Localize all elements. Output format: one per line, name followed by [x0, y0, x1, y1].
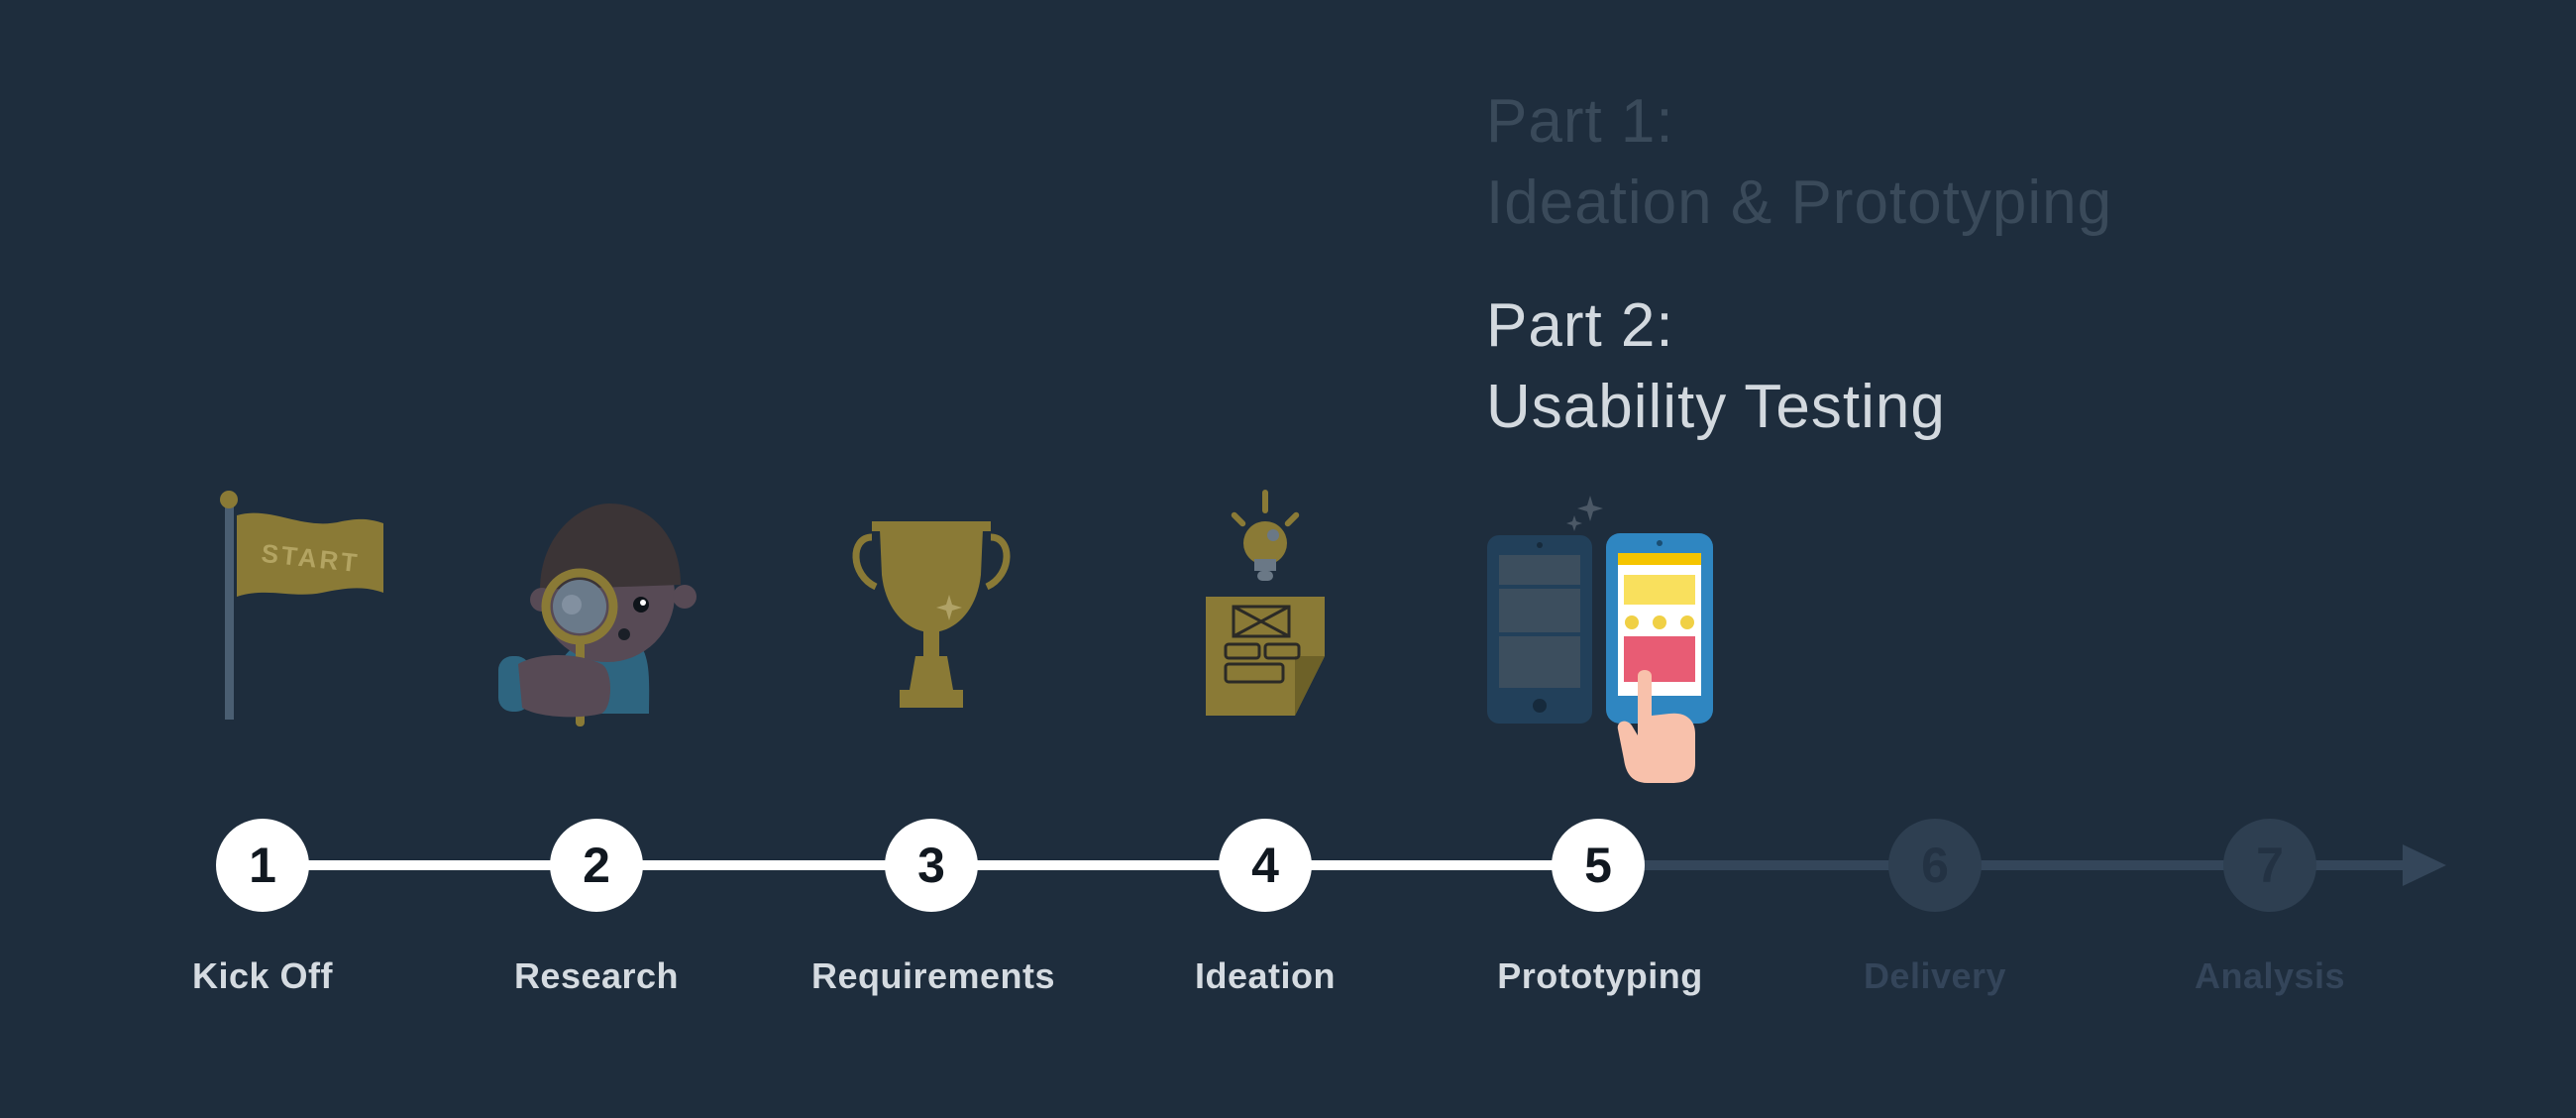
- step-6-label: Delivery: [1863, 955, 2007, 996]
- heading-part-2-number: Part 2:: [1486, 291, 1674, 360]
- step-7-label: Analysis: [2194, 955, 2346, 996]
- step-2-node: 2: [550, 819, 643, 912]
- step-3-node: 3: [885, 819, 978, 912]
- heading-part-2: Part 2: Usability Testing: [1486, 285, 1946, 448]
- heading-part-1-number: Part 1:: [1486, 87, 1674, 156]
- step-7-node: 7: [2223, 819, 2316, 912]
- timeline-track-remaining: [1600, 860, 2432, 870]
- heading-part-1-title: Ideation & Prototyping: [1486, 168, 2113, 237]
- step-2-label: Research: [513, 955, 680, 996]
- step-3-label: Requirements: [810, 955, 1056, 996]
- step-4-node: 4: [1219, 819, 1312, 912]
- step-5-label: Prototyping: [1497, 955, 1703, 996]
- timeline-arrow-icon: [2403, 844, 2446, 886]
- trophy-icon: [852, 521, 1011, 708]
- heading-part-1: Part 1: Ideation & Prototyping: [1486, 81, 2112, 244]
- step-1-label: Kick Off: [191, 955, 334, 996]
- step-5-node: 5: [1552, 819, 1645, 912]
- heading-part-2-title: Usability Testing: [1486, 373, 1946, 441]
- start-flag-icon: START: [220, 491, 383, 720]
- step-1-node: 1: [216, 819, 309, 912]
- phone-prototype-icon: [1487, 496, 1713, 783]
- lightbulb-sketch-note-icon: [1206, 490, 1325, 716]
- researcher-magnifier-icon: [498, 503, 697, 727]
- step-6-node: 6: [1888, 819, 1982, 912]
- step-4-label: Ideation: [1194, 955, 1336, 996]
